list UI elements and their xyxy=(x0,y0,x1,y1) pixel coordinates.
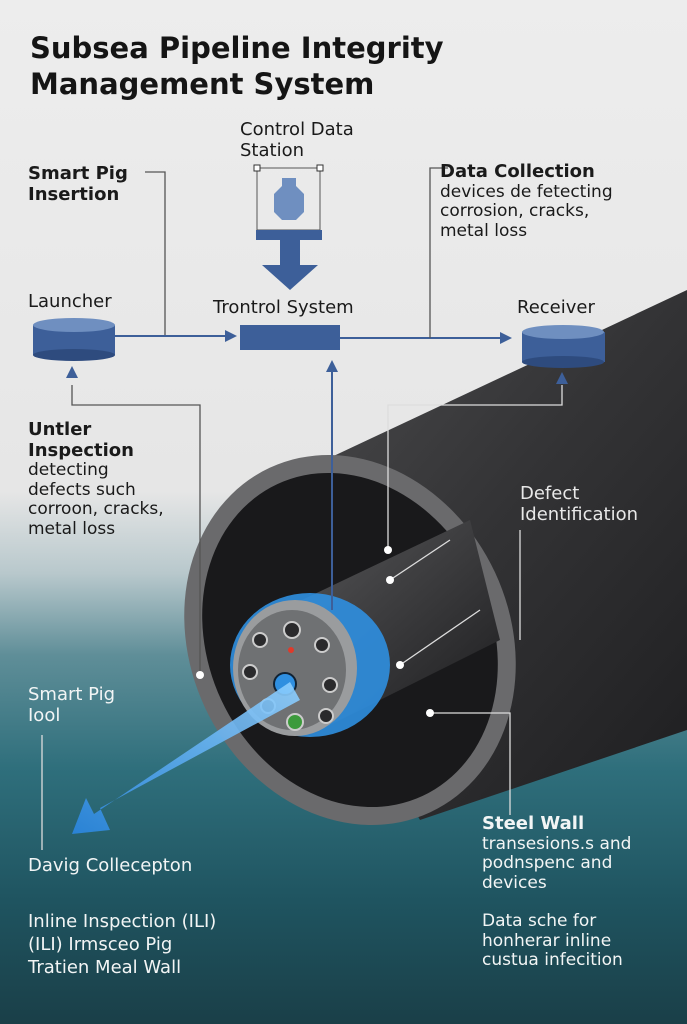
receiver-icon xyxy=(522,325,605,368)
ili-label: Inline Inspection (ILI)(ILI) Irmsceo Pig… xyxy=(28,911,217,979)
control-system-label: Trontrol System xyxy=(213,297,354,318)
connector-lines xyxy=(41,167,563,850)
inspection-beam-arrow xyxy=(72,682,300,834)
data-collection-bottom-label: Davig Collecepton xyxy=(28,855,193,876)
control-station-icon xyxy=(253,164,324,290)
launcher-label: Launcher xyxy=(28,291,112,312)
control-system-icon xyxy=(240,325,340,350)
sensor-ports xyxy=(242,621,338,731)
launcher-icon xyxy=(33,318,115,361)
receiver-label: Receiver xyxy=(517,297,595,318)
